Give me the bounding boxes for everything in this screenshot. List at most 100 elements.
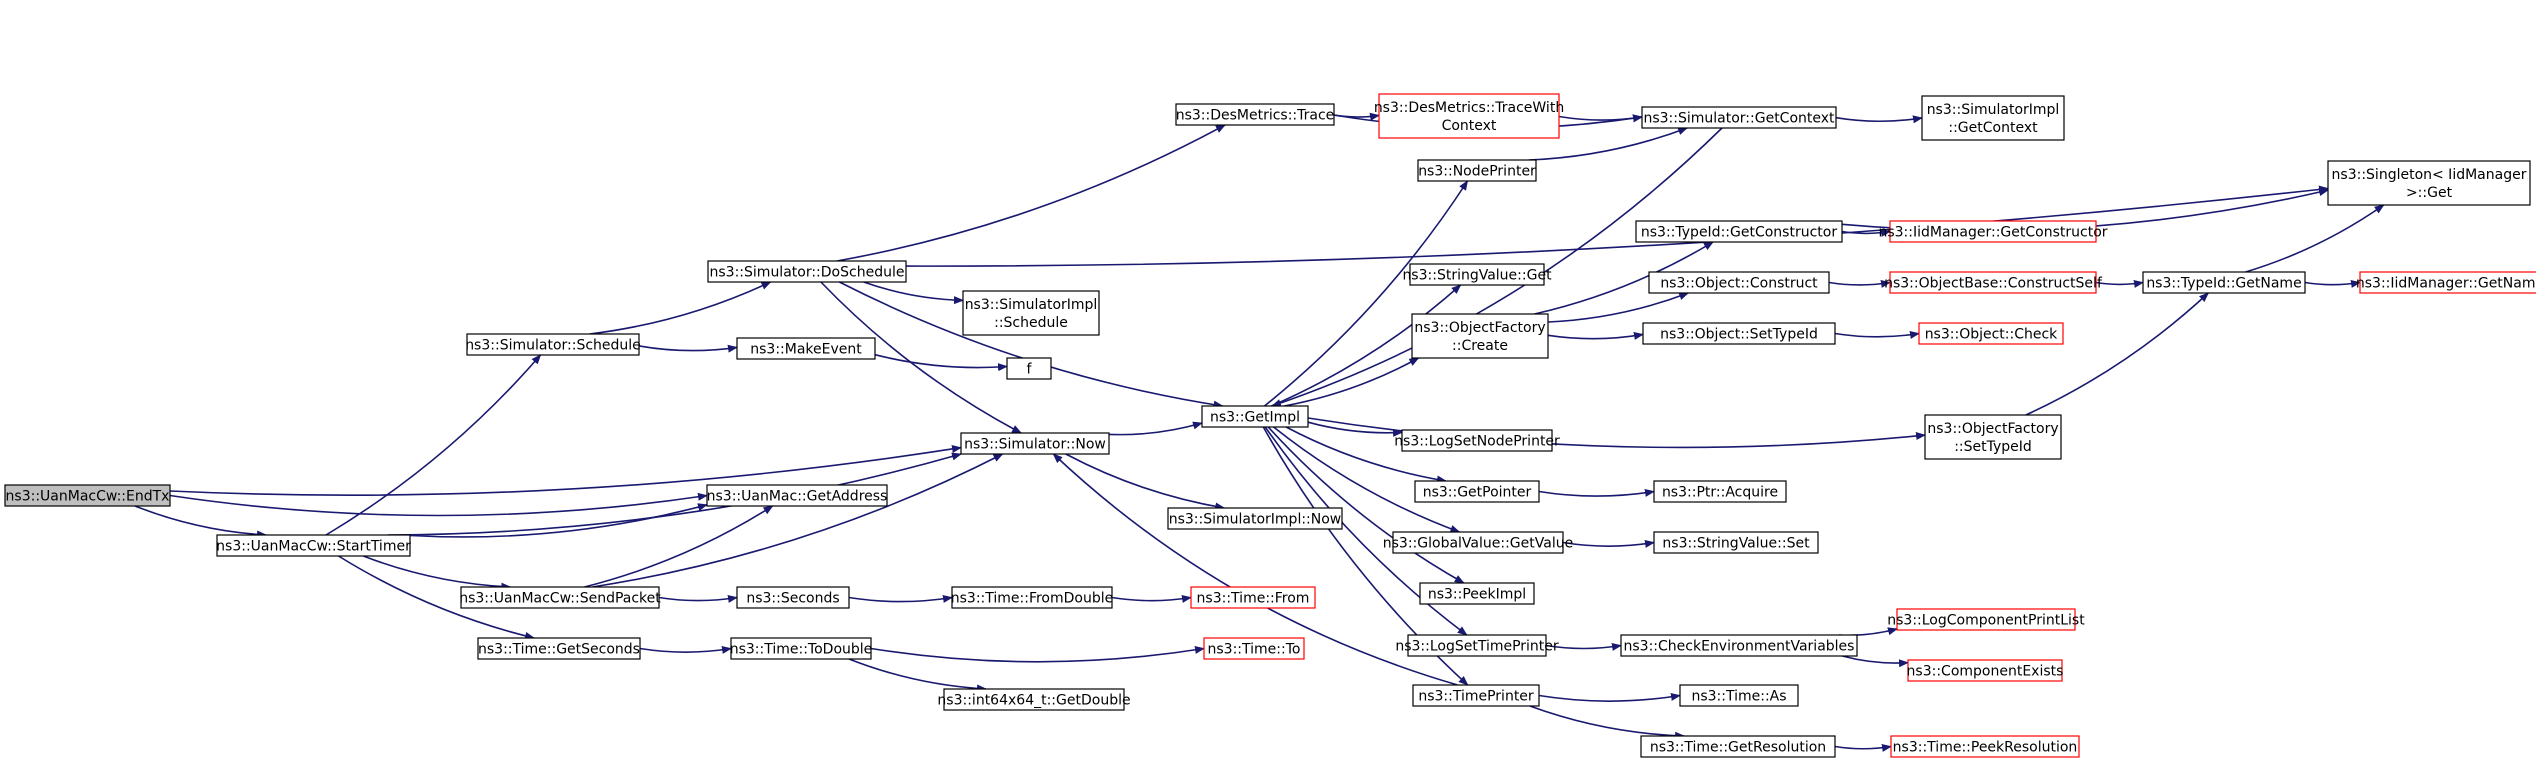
node-peekresolution[interactable]: ns3::Time::PeekResolution: [1890, 735, 2080, 758]
node-timegetresolution[interactable]: ns3::Time::GetResolution: [1640, 735, 1836, 758]
node-stringvalueget[interactable]: ns3::StringValue::Get: [1402, 263, 1552, 286]
node-label: f: [1027, 362, 1033, 378]
node-timeprinter[interactable]: ns3::TimePrinter: [1412, 684, 1540, 707]
edge-starttimer-to-now: [387, 452, 962, 536]
node-stringvalueset[interactable]: ns3::StringValue::Set: [1653, 531, 1819, 554]
node-nodeprinter[interactable]: ns3::NodePrinter: [1417, 159, 1537, 182]
node-label: ns3::Time::GetSeconds: [478, 642, 640, 658]
node-objectconstruct[interactable]: ns3::Object::Construct: [1648, 271, 1830, 294]
node-makeevent[interactable]: ns3::MakeEvent: [736, 337, 876, 360]
node-timefrom[interactable]: ns3::Time::From: [1190, 586, 1316, 609]
node-box: [1889, 220, 2097, 243]
edge-starttimer-to-getaddress: [409, 503, 708, 538]
node-box: [1378, 93, 1560, 139]
node-starttimer[interactable]: ns3::UanMacCw::StartTimer: [216, 534, 411, 557]
edge-nodeprinter-to-getcontext: [1528, 127, 1689, 161]
node-label: ns3::TypeId::GetConstructor: [1641, 225, 1837, 241]
node-objectfactorysettypeid[interactable]: ns3::ObjectFactory::SetTypeId: [1924, 414, 2062, 460]
node-box: [1412, 684, 1540, 707]
node-objectsettypeid[interactable]: ns3::Object::SetTypeId: [1642, 322, 1836, 345]
node-getpointer[interactable]: ns3::GetPointer: [1414, 480, 1540, 503]
node-getimpl[interactable]: ns3::GetImpl: [1201, 405, 1309, 428]
node-logcomponentprintlist[interactable]: ns3::LogComponentPrintList: [1887, 608, 2085, 631]
node-seconds[interactable]: ns3::Seconds: [736, 586, 850, 609]
node-simimplnow[interactable]: ns3::SimulatorImpl::Now: [1167, 507, 1343, 530]
node-schedule[interactable]: ns3::Simulator::Schedule: [465, 333, 641, 356]
node-label: ::Schedule: [994, 315, 1068, 331]
edge-doschedule-to-simimplschedule: [863, 281, 964, 305]
node-box: [1642, 322, 1836, 345]
node-objectbaseconstructself[interactable]: ns3::ObjectBase::ConstructSelf: [1884, 271, 2103, 294]
node-label: ns3::Object::Check: [1925, 327, 2058, 343]
node-logsettimeprinter[interactable]: ns3::LogSetTimePrinter: [1395, 634, 1559, 657]
node-globalvaluegetvalue[interactable]: ns3::GlobalValue::GetValue: [1383, 531, 1573, 554]
node-box: [1201, 405, 1309, 428]
edge-getimpl-to-objectfactorysettypeid: [1307, 417, 1926, 449]
node-label: Context: [1442, 118, 1497, 134]
node-logsetnodeprinter[interactable]: ns3::LogSetNodePrinter: [1394, 429, 1560, 452]
node-box: [1006, 357, 1052, 380]
node-box: [1653, 480, 1787, 503]
node-box: [4, 484, 171, 507]
node-getaddress[interactable]: ns3::UanMac::GetAddress: [706, 484, 888, 507]
edge-starttimer-to-schedule: [325, 354, 542, 536]
node-box: [736, 586, 850, 609]
node-timeas[interactable]: ns3::Time::As: [1679, 684, 1799, 707]
node-label: ::Create: [1452, 338, 1508, 354]
node-label: ns3::Seconds: [746, 591, 839, 607]
edge-objectfactorycreate-to-objectsettypeid: [1547, 331, 1644, 340]
node-box: [477, 637, 641, 660]
node-label: ns3::Time::From: [1197, 591, 1310, 607]
node-typeidgetconstructor[interactable]: ns3::TypeId::GetConstructor: [1635, 220, 1843, 243]
node-box: [1640, 735, 1836, 758]
edge-typeidgetname-to-iidmanagergetname: [2304, 279, 2361, 288]
node-iidmanagergetconstructor[interactable]: ns3::IidManager::GetConstructor: [1878, 220, 2108, 243]
node-box: [1896, 608, 2076, 631]
edge-doschedule-to-desmetricstrace: [836, 124, 1226, 262]
node-label: ns3::UanMac::GetAddress: [707, 489, 888, 505]
edge-typeidgetname-to-singletonget: [2245, 204, 2385, 273]
node-f[interactable]: f: [1006, 357, 1052, 380]
node-singletonget[interactable]: ns3::Singleton< IidManager >::Get: [2327, 160, 2531, 206]
node-ptracquire[interactable]: ns3::Ptr::Acquire: [1653, 480, 1787, 503]
edge-endtx-to-now: [169, 445, 962, 496]
node-getseconds[interactable]: ns3::Time::GetSeconds: [477, 637, 641, 660]
node-doschedule[interactable]: ns3::Simulator::DoSchedule: [707, 260, 907, 283]
edge-checkenvvars-to-componentexists: [1842, 655, 1909, 668]
node-label: ns3::ObjectFactory: [1414, 320, 1545, 336]
edge-timeprinter-to-timegetresolution: [1529, 705, 1686, 740]
node-box: [1203, 637, 1305, 660]
node-label: ns3::StringValue::Get: [1402, 268, 1552, 284]
node-todouble[interactable]: ns3::Time::ToDouble: [730, 637, 873, 660]
node-label: ns3::ObjectFactory: [1927, 421, 2058, 437]
edge-objectsettypeid-to-objectcheck: [1834, 330, 1920, 339]
node-timeto[interactable]: ns3::Time::To: [1203, 637, 1305, 660]
edge-getpointer-to-ptracquire: [1538, 488, 1655, 497]
node-typeidgetname[interactable]: ns3::TypeId::GetName: [2142, 271, 2306, 294]
node-endtx[interactable]: ns3::UanMacCw::EndTx: [4, 484, 171, 507]
node-desmetricstrace[interactable]: ns3::DesMetrics::Trace: [1175, 103, 1335, 126]
node-simimplschedule[interactable]: ns3::SimulatorImpl::Schedule: [962, 290, 1100, 336]
node-objectcheck[interactable]: ns3::Object::Check: [1918, 322, 2064, 345]
node-label: ns3::MakeEvent: [750, 342, 862, 358]
node-peekimpl[interactable]: ns3::PeekImpl: [1419, 582, 1535, 605]
node-box: [730, 637, 872, 660]
node-fromdouble[interactable]: ns3::Time::FromDouble: [951, 586, 1114, 609]
node-getcontext[interactable]: ns3::Simulator::GetContext: [1641, 106, 1837, 129]
node-iidmanagergetname[interactable]: ns3::IidManager::GetName: [2356, 271, 2536, 294]
node-label: ns3::GlobalValue::GetValue: [1383, 536, 1573, 552]
node-componentexists[interactable]: ns3::ComponentExists: [1907, 659, 2064, 682]
node-simimplgetcontext[interactable]: ns3::SimulatorImpl::GetContext: [1921, 95, 2065, 141]
node-label: ns3::UanMacCw::StartTimer: [216, 539, 411, 555]
node-label: ns3::CheckEnvironmentVariables: [1624, 639, 1855, 655]
node-box: [1648, 271, 1830, 294]
node-checkenvvars[interactable]: ns3::CheckEnvironmentVariables: [1620, 634, 1858, 657]
node-sendpacket[interactable]: ns3::UanMacCw::SendPacket: [459, 586, 661, 609]
node-box: [960, 432, 1110, 455]
node-now[interactable]: ns3::Simulator::Now: [960, 432, 1110, 455]
node-getdouble[interactable]: ns3::int64x64_t::GetDouble: [937, 688, 1131, 711]
edge-endtx-to-starttimer: [134, 505, 267, 539]
node-box: [1890, 735, 2080, 758]
node-objectfactorycreate[interactable]: ns3::ObjectFactory::Create: [1411, 313, 1549, 359]
